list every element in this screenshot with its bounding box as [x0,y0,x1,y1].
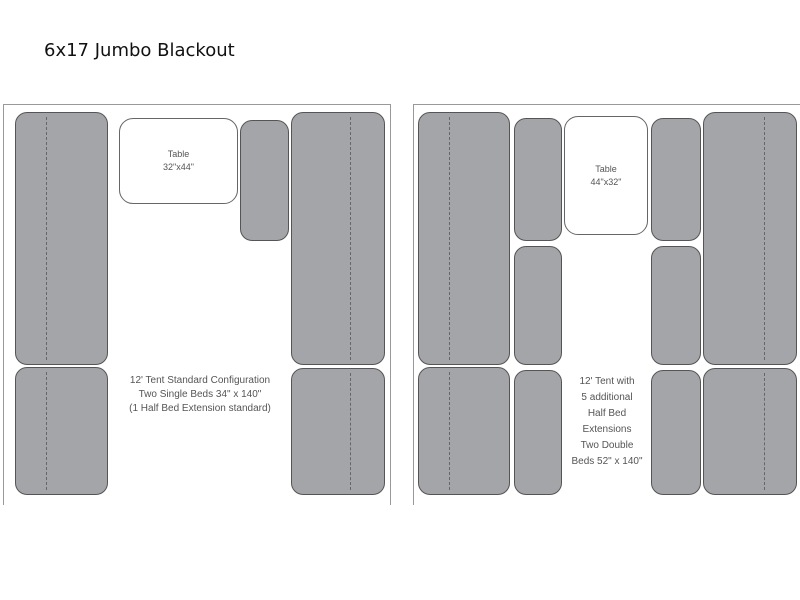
half-bed-extension [514,246,562,365]
bed-right-end [291,368,385,495]
bed-left-end [15,367,108,495]
bed-right-main [291,112,385,365]
caption-line: Beds 52" x 140" [571,456,643,467]
table: Table 44"x32" [564,116,648,235]
half-bed-extension [240,120,289,241]
page-title: 6x17 Jumbo Blackout [44,40,235,61]
bed-right-main [703,112,797,365]
caption-line: Two Double [580,440,634,451]
half-bed-extension [651,246,701,365]
caption-standard: 12' Tent Standard Configuration Two Sing… [110,374,290,416]
half-bed-extension [651,370,701,495]
half-bed-extension [514,118,562,241]
table-size: 44"x32" [590,176,622,187]
table-label: Table [167,149,190,159]
table-label: Table [595,163,617,174]
caption-line: Half Bed [587,408,627,419]
caption-line: Extensions [582,424,632,435]
caption-line: Two Single Beds 34" x 140" [138,389,262,400]
bed-left-end [418,367,510,495]
half-bed-extension [651,118,701,241]
caption-line: 5 additional [581,392,633,403]
caption-extended: 12' Tent with 5 additional Half Bed Exte… [566,374,648,470]
half-bed-extension [514,370,562,495]
caption-line: (1 Half Bed Extension standard) [129,403,271,414]
bed-right-end [703,368,797,495]
bed-left-main [418,112,510,365]
caption-line: 12' Tent with [579,376,635,387]
table: Table 32"x44" [119,118,238,204]
bed-left-main [15,112,108,365]
caption-line: 12' Tent Standard Configuration [129,375,271,386]
table-size: 32"x44" [163,162,194,172]
